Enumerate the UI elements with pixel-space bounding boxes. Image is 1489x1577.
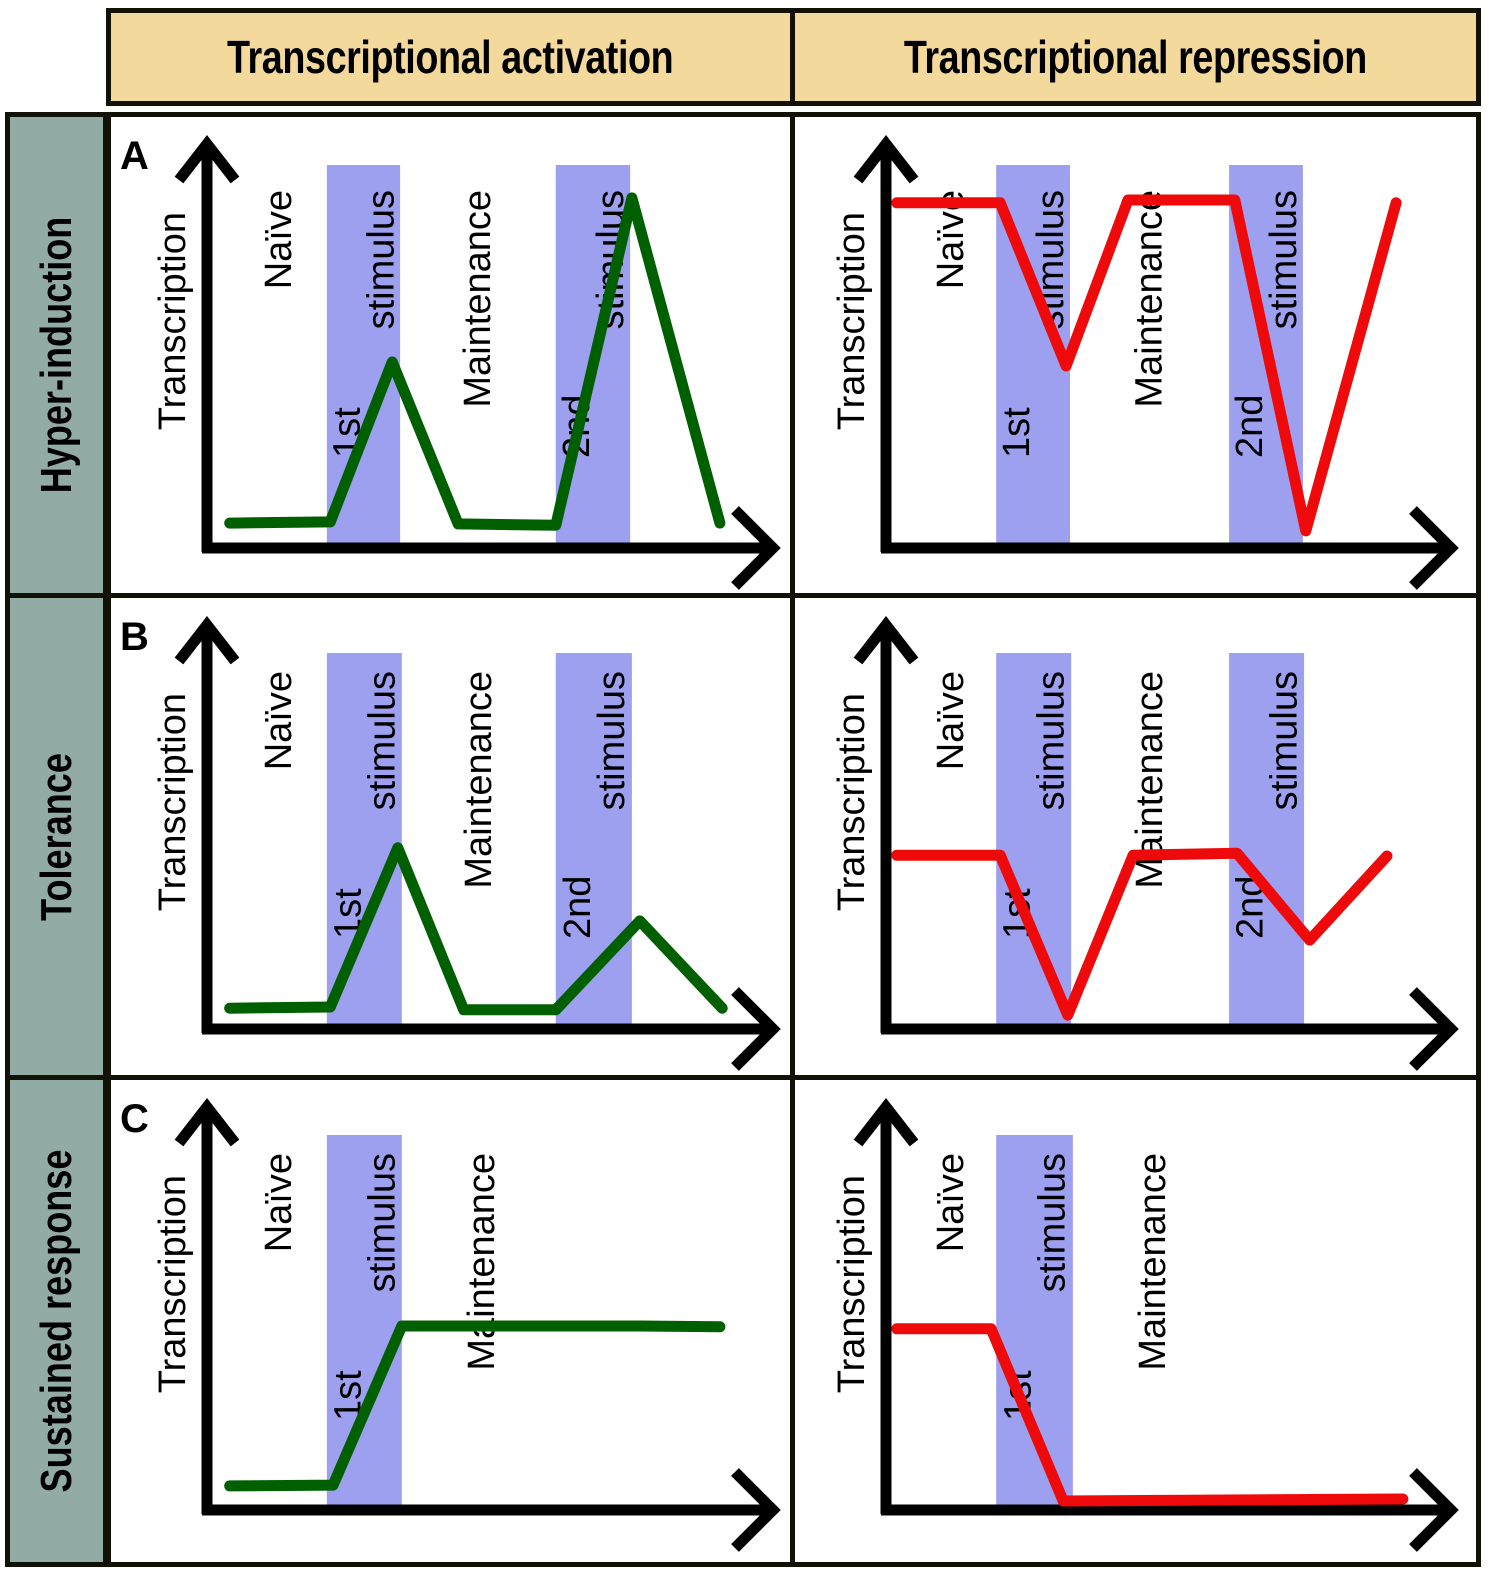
column-header-label: Transcriptional activation <box>227 31 674 83</box>
phase-label-group: 2nd stimulus <box>557 671 633 939</box>
y-axis-label-group: Transcription <box>152 212 194 430</box>
phase-label: Naïve <box>258 1153 300 1252</box>
row-label-sustained-response: Sustained response <box>5 1075 108 1567</box>
y-axis-label: Transcription <box>831 693 873 911</box>
panel-label: B <box>120 615 149 659</box>
phase-label: 2nd <box>557 876 599 939</box>
y-axis-label: Transcription <box>152 1175 194 1393</box>
phase-label: stimulus <box>361 1153 403 1292</box>
stimulus-band <box>996 1135 1073 1510</box>
row-label-text: Hyper-induction <box>31 216 81 494</box>
stimulus-band <box>326 653 402 1029</box>
phase-label: stimulus <box>1030 190 1072 329</box>
y-axis-label-group: Transcription <box>831 693 873 911</box>
phase-label: 2nd <box>1229 395 1271 458</box>
panel-label: C <box>120 1097 149 1141</box>
row-label-hyper-induction: Hyper-induction <box>5 112 108 598</box>
y-axis-arrowhead-icon <box>174 1098 240 1147</box>
phase-label: stimulus <box>1031 671 1073 810</box>
y-axis-arrowhead-icon <box>174 135 240 184</box>
y-axis-label: Transcription <box>831 212 873 430</box>
repression-line <box>891 1323 1409 1507</box>
phase-label: Maintenance <box>1129 190 1171 408</box>
phase-label-group: Naïve <box>258 671 300 770</box>
phase-label-group: 1st stimulus <box>996 190 1072 458</box>
y-axis-label: Transcription <box>831 1175 873 1393</box>
y-axis-arrowhead-icon <box>853 135 919 184</box>
row-label-text: Tolerance <box>31 752 81 921</box>
y-axis-label-group: Transcription <box>831 1175 873 1393</box>
phase-label-group: Naïve <box>930 1153 972 1252</box>
column-header-label: Transcriptional repression <box>903 31 1368 83</box>
x-axis-arrowhead-icon <box>1409 1468 1459 1552</box>
stimulus-band <box>1229 653 1305 1029</box>
y-axis-label: Transcription <box>152 212 194 430</box>
column-header-activation: Transcriptional activation <box>106 8 795 106</box>
phase-label: stimulus <box>591 671 633 810</box>
y-axis-label: Transcription <box>152 693 194 911</box>
panel-label: A <box>120 134 149 178</box>
phase-label: 1st <box>996 407 1038 458</box>
phase-label: Naïve <box>258 190 300 289</box>
phase-label: stimulus <box>1032 1153 1074 1292</box>
x-axis-arrowhead-icon <box>1409 506 1459 590</box>
x-axis-arrowhead-icon <box>731 1468 781 1552</box>
phase-label: stimulus <box>360 190 402 329</box>
y-axis-arrowhead-icon <box>853 616 919 665</box>
y-axis-arrowhead-icon <box>853 1098 919 1147</box>
column-header-repression: Transcriptional repression <box>790 8 1481 106</box>
phase-label-group: Maintenance <box>457 190 499 408</box>
phase-label-group: 2nd stimulus <box>1229 190 1305 458</box>
phase-label-group: Naïve <box>258 1153 300 1252</box>
row-label-text: Sustained response <box>31 1149 81 1493</box>
y-axis-label-group: Transcription <box>831 212 873 430</box>
phase-label: Maintenance <box>458 671 500 889</box>
phase-label-group: Naïve <box>258 190 300 289</box>
phase-label-group: Maintenance <box>1132 1153 1174 1371</box>
phase-label: Maintenance <box>1132 1153 1174 1371</box>
stimulus-band <box>326 1135 402 1510</box>
phase-label: stimulus <box>361 671 403 810</box>
phase-label: Naïve <box>258 671 300 770</box>
y-axis-label-group: Transcription <box>152 693 194 911</box>
phase-label-group: Naïve <box>930 671 972 770</box>
phase-label: Maintenance <box>457 190 499 408</box>
phase-label: Naïve <box>930 1153 972 1252</box>
phase-label: Maintenance <box>461 1153 503 1371</box>
phase-label-group: Maintenance <box>1129 190 1171 408</box>
phase-label: Naïve <box>930 671 972 770</box>
y-axis-arrowhead-icon <box>174 616 240 665</box>
phase-label: stimulus <box>1264 671 1306 810</box>
x-axis-arrowhead-icon <box>731 987 781 1071</box>
y-axis-label-group: Transcription <box>152 1175 194 1393</box>
phase-label-group: Maintenance <box>461 1153 503 1371</box>
x-axis-arrowhead-icon <box>731 506 781 590</box>
row-label-tolerance: Tolerance <box>5 593 108 1080</box>
phase-label: stimulus <box>1263 190 1305 329</box>
stimulus-band <box>996 653 1072 1029</box>
x-axis-arrowhead-icon <box>1409 987 1459 1071</box>
phase-label-group: Maintenance <box>458 671 500 889</box>
